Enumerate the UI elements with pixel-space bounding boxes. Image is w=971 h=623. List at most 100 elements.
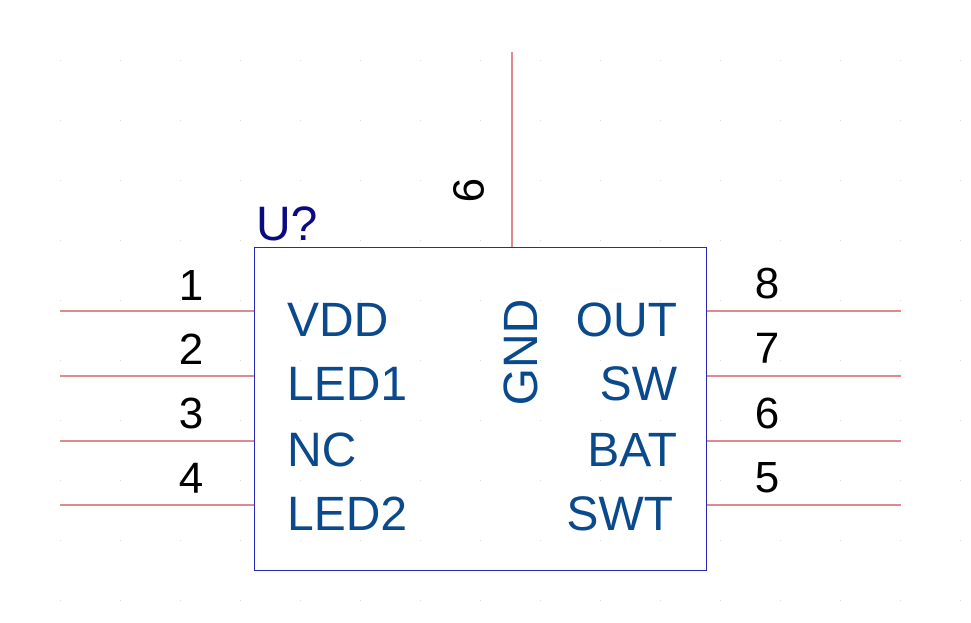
left-pin-2[interactable]: 2 LED1: [60, 325, 407, 411]
pin-name-gnd: GND: [495, 299, 548, 406]
pin-name-bat: BAT: [587, 424, 677, 477]
grid-dot: [240, 240, 241, 241]
grid-dot: [360, 480, 361, 481]
grid-dot: [180, 180, 181, 181]
grid-dot: [480, 360, 481, 361]
grid-dot: [660, 600, 661, 601]
grid-dot: [600, 540, 601, 541]
pin-number-8: 8: [755, 259, 779, 308]
grid-dot: [60, 120, 61, 121]
pin-name-led1: LED1: [287, 358, 407, 411]
grid-dot: [780, 120, 781, 121]
reference-designator[interactable]: U?: [256, 198, 317, 251]
right-pin-5[interactable]: 5 SWT: [566, 453, 901, 541]
grid-dot: [600, 600, 601, 601]
right-pin-8[interactable]: 8 OUT: [576, 259, 901, 347]
right-pin-6[interactable]: 6 BAT: [587, 389, 901, 477]
grid-dot: [840, 180, 841, 181]
grid-dot: [600, 180, 601, 181]
grid-dot: [660, 420, 661, 421]
grid-dot: [120, 60, 121, 61]
grid-dot: [300, 180, 301, 181]
grid-dot: [960, 180, 961, 181]
grid-dot: [480, 300, 481, 301]
component-body[interactable]: [254, 247, 707, 571]
grid-dot: [420, 360, 421, 361]
grid-dot: [780, 480, 781, 481]
grid-dot: [900, 60, 901, 61]
grid-dot: [900, 300, 901, 301]
grid-dot: [120, 180, 121, 181]
grid-dot: [300, 120, 301, 121]
grid-dot: [840, 360, 841, 361]
grid-dot: [360, 180, 361, 181]
grid-dot: [480, 600, 481, 601]
grid-dot: [660, 60, 661, 61]
right-pin-7[interactable]: 7 SW: [600, 324, 901, 411]
grid-dot: [360, 240, 361, 241]
grid-dot: [720, 480, 721, 481]
grid-dot: [720, 180, 721, 181]
grid-dot: [480, 180, 481, 181]
grid-dot: [360, 120, 361, 121]
grid-dot: [900, 420, 901, 421]
grid-dot: [540, 360, 541, 361]
grid-dot: [120, 540, 121, 541]
grid-dot: [900, 120, 901, 121]
pin-name-out: OUT: [576, 294, 677, 347]
grid-dot: [420, 300, 421, 301]
grid-dot: [780, 60, 781, 61]
pin-name-vdd: VDD: [287, 294, 388, 347]
grid-dot: [480, 60, 481, 61]
grid-dot: [480, 420, 481, 421]
grid-dot: [300, 540, 301, 541]
grid-dot: [180, 300, 181, 301]
grid-dot: [420, 600, 421, 601]
left-pin-4[interactable]: 4 LED2: [60, 454, 407, 541]
grid-dot: [840, 60, 841, 61]
grid-dot: [420, 420, 421, 421]
grid-dot: [300, 600, 301, 601]
grid-dot: [960, 480, 961, 481]
grid-dot: [960, 420, 961, 421]
grid-dot: [240, 180, 241, 181]
grid-dot: [960, 60, 961, 61]
grid-dot: [900, 540, 901, 541]
grid-dot: [120, 240, 121, 241]
grid-dot: [60, 480, 61, 481]
grid-dot: [720, 420, 721, 421]
grid-dot: [960, 600, 961, 601]
grid-dot: [660, 300, 661, 301]
grid-dot: [120, 480, 121, 481]
grid-dot: [420, 540, 421, 541]
left-pin-3[interactable]: 3 NC: [60, 389, 356, 477]
grid-dot: [720, 600, 721, 601]
grid-dot: [240, 600, 241, 601]
left-pin-1[interactable]: 1 VDD: [60, 261, 388, 347]
grid-dot: [540, 180, 541, 181]
pin-number-5: 5: [755, 453, 779, 502]
grid-dot: [480, 240, 481, 241]
grid-dot: [720, 360, 721, 361]
grid-dot: [360, 600, 361, 601]
grid-dot: [780, 540, 781, 541]
pin-number-2: 2: [179, 325, 203, 374]
grid-dot: [240, 360, 241, 361]
grid-dot: [840, 540, 841, 541]
grid-dot: [420, 120, 421, 121]
grid-dot: [180, 420, 181, 421]
grid-dot: [240, 120, 241, 121]
grid-dot: [180, 120, 181, 121]
grid-dot: [840, 300, 841, 301]
grid-dot: [780, 240, 781, 241]
pin-name-swt: SWT: [566, 488, 673, 541]
grid-dot: [600, 420, 601, 421]
grid-dot: [360, 360, 361, 361]
grid-dot: [960, 120, 961, 121]
grid-dot: [420, 480, 421, 481]
grid-dot: [600, 240, 601, 241]
grid-dot: [420, 180, 421, 181]
grid-dot: [840, 420, 841, 421]
grid-dot: [600, 120, 601, 121]
grid-dot: [120, 300, 121, 301]
